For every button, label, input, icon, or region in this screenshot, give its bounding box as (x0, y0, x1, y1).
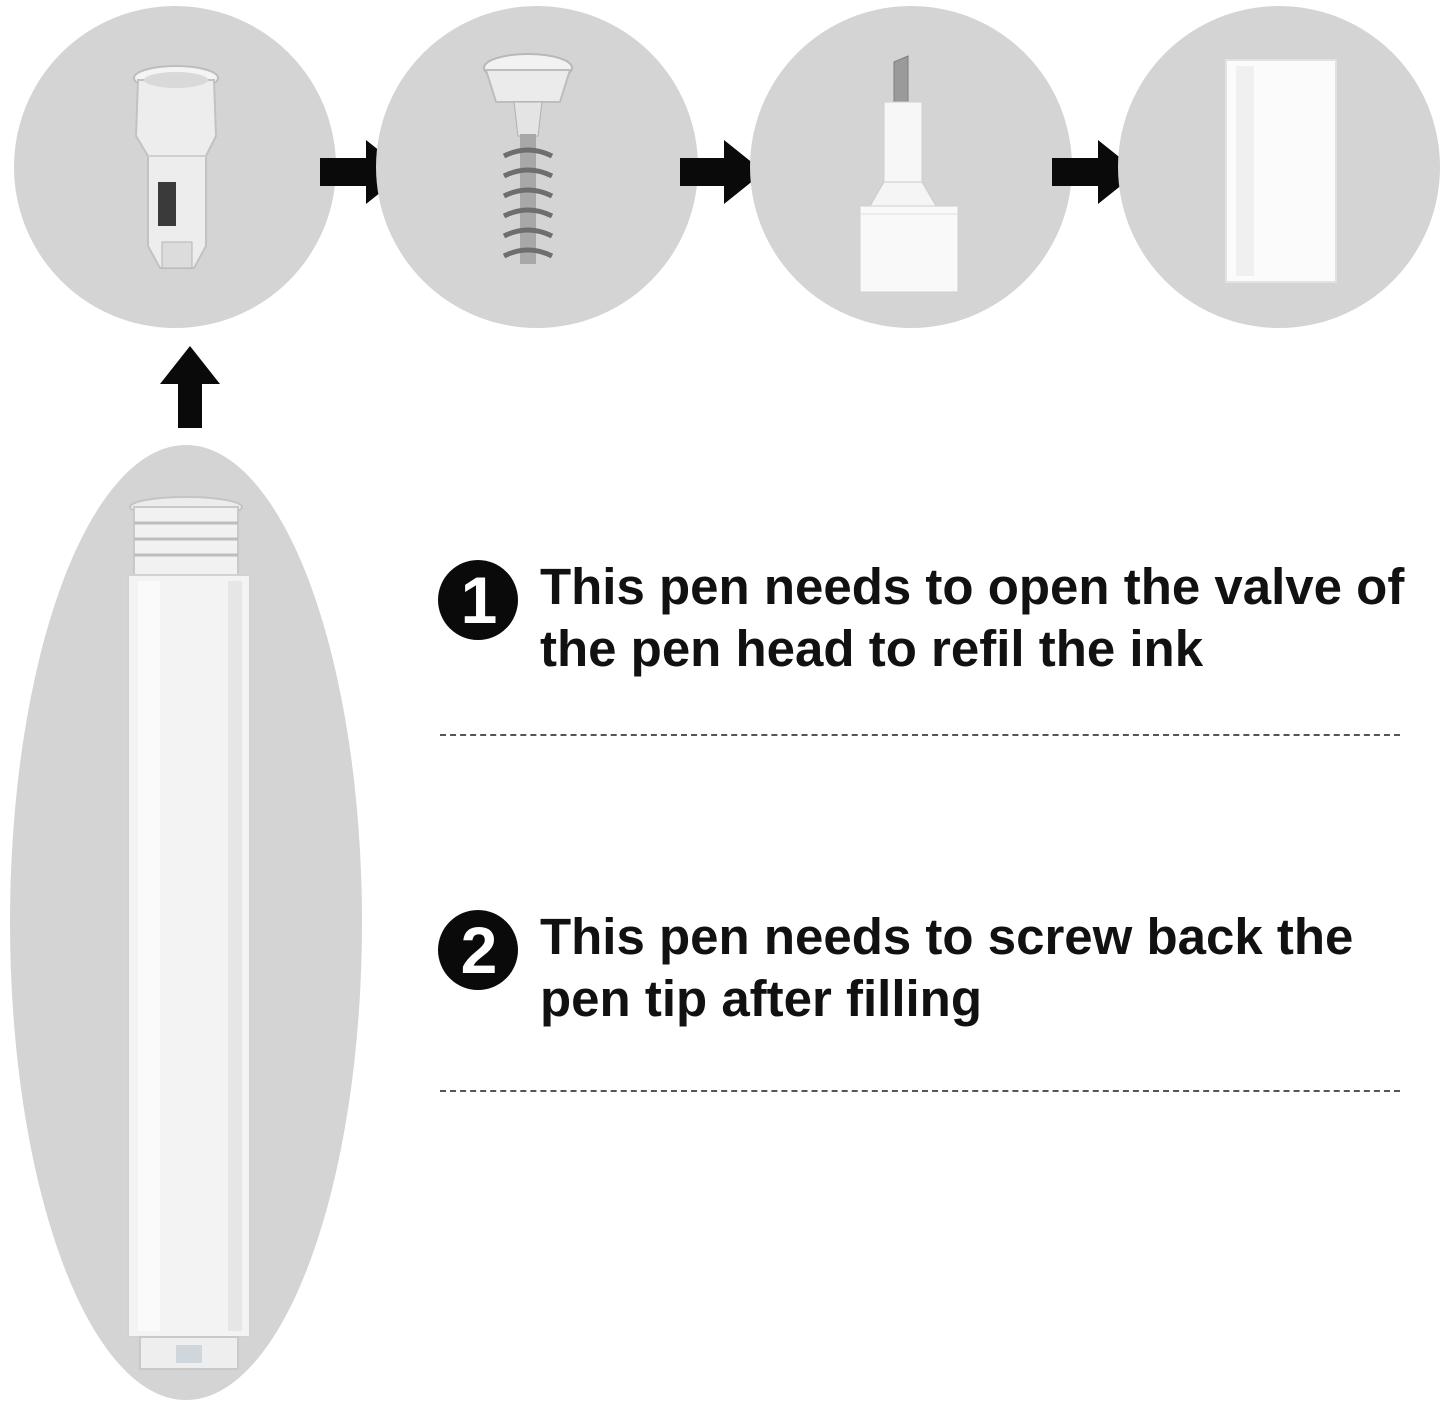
divider (440, 734, 1400, 736)
pen-body-oval (10, 445, 362, 1400)
step-text: This pen needs to screw back the pen tip… (540, 908, 1354, 1027)
step-text: This pen needs to open the valve of the … (540, 558, 1405, 677)
part-circle-barrel-sleeve (1118, 6, 1440, 328)
part-circle-valve-cap (14, 6, 336, 328)
divider (440, 1090, 1400, 1092)
part-circle-spring-valve (376, 6, 698, 328)
arrow-right-icon (1052, 140, 1138, 204)
pen-tip-icon (859, 55, 959, 293)
pen-barrel-icon (127, 496, 251, 1370)
arrow-up-icon (160, 346, 220, 428)
spring-valve-icon (483, 53, 573, 264)
step-number-badge: 2 (438, 910, 518, 990)
barrel-sleeve-icon (1225, 59, 1337, 283)
step-number-badge: 1 (438, 560, 518, 640)
valve-cap-icon (133, 65, 219, 269)
part-circle-pen-tip (750, 6, 1072, 328)
step-1: 1 This pen needs to open the valve of th… (438, 556, 1418, 686)
step-2: 2 This pen needs to screw back the pen t… (438, 906, 1418, 1036)
arrow-right-icon (680, 140, 764, 204)
